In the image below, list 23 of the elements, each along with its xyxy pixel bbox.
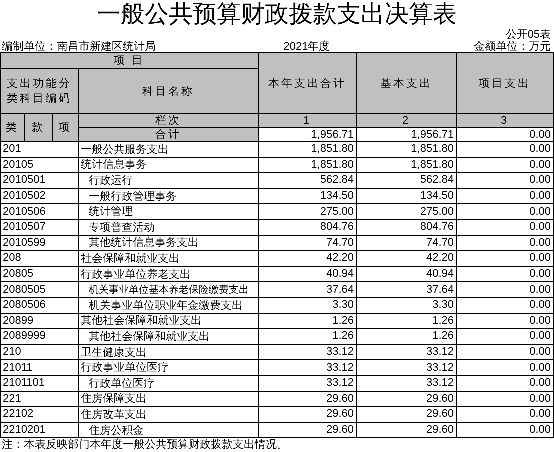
header-cell: 款	[24, 113, 53, 142]
header-cell: 项目支出	[456, 52, 554, 114]
table-number: 公开05表	[504, 28, 552, 40]
header-cell: 科目名称	[78, 68, 259, 114]
table-cell: 0.00	[456, 422, 554, 438]
header-cell: 支出功能分类科目编码	[0, 68, 79, 114]
header-cell: 2	[356, 113, 457, 128]
header-cell: 1	[258, 113, 357, 128]
amount-unit: 金额单位：万元	[473, 40, 552, 52]
compiling-unit: 编制单位：南昌市新建区统计局	[1, 40, 157, 52]
header-cell: 3	[456, 113, 554, 128]
footnote: 注：本表反映部门本年度一般公共预算财政拨款支出情况。	[1, 438, 289, 452]
table-title: 一般公共预算财政拨款支出决算表	[96, 0, 458, 28]
header-cell: 栏次	[78, 113, 259, 128]
header-cell: 类	[0, 113, 25, 142]
header-cell: 合计	[78, 127, 259, 142]
header-cell: 本年支出合计	[258, 52, 357, 114]
fiscal-year: 2021年度	[282, 40, 332, 52]
header-cell: 项	[52, 113, 79, 142]
table-cell: 2210201	[0, 422, 79, 438]
table-cell: 住房公积金	[78, 422, 259, 438]
header-cell: 基本支出	[356, 52, 457, 114]
header-cell: 项 目	[0, 52, 259, 69]
